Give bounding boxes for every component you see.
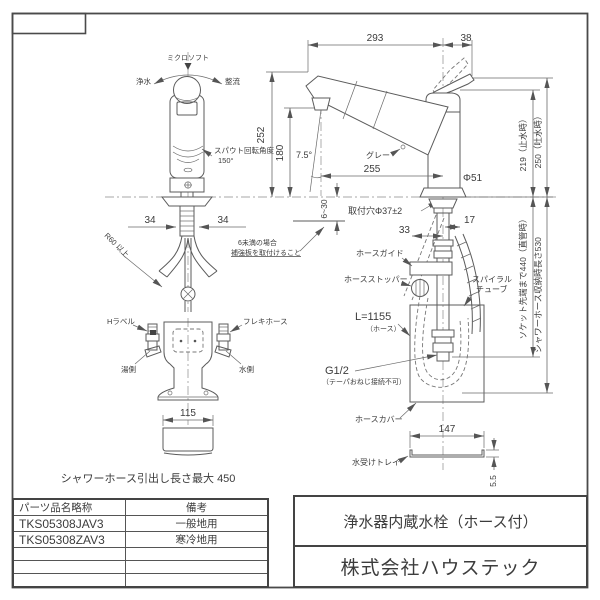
hose-length-label: L=1155 <box>355 311 391 323</box>
parts-row: TKS05308ZAV3 寒冷地用 <box>14 532 267 548</box>
dim-255: 255 <box>321 164 443 179</box>
under-counter-side <box>403 198 485 403</box>
mount-unit-front <box>144 321 232 401</box>
r60-note: R60 以上 <box>103 231 132 260</box>
dim-counter-range: 6~30 <box>319 199 329 218</box>
spray-mode-left-label: 浄水 <box>136 76 151 86</box>
faucet-side-view: 293 38 グレー 7.5° <box>231 33 553 487</box>
dim-reach-255: 255 <box>364 164 381 175</box>
reinforce-note-line1: 6未満の場合 <box>238 238 277 247</box>
dim-252-180: 252 180 <box>256 71 314 197</box>
spiral-tube-label-2: チューブ <box>476 284 508 294</box>
spout-rotation-label: スパウト回転角度 <box>214 145 274 155</box>
dim-440-530: ソケット先端まで440（直管時） シャワーホース収納時長さ530 <box>452 197 553 394</box>
hose-stopper-label: ホースストッパー <box>344 275 408 284</box>
hose-length-sub: （ホース） <box>366 325 401 333</box>
faucet-front-body <box>169 76 205 198</box>
parts-row <box>14 574 267 586</box>
spiral-tube-label-1: スパイラル <box>472 275 512 284</box>
dim-tray-h: 5.5 <box>488 475 498 487</box>
dim-tilt: 7.5° <box>296 109 322 193</box>
parts-row <box>14 561 267 574</box>
part-number <box>14 574 126 586</box>
front-caption: シャワーホース引出し長さ最大 450 <box>61 471 236 485</box>
h-label-mark <box>150 330 156 335</box>
cold-side-label: 水側 <box>239 364 254 374</box>
tray-side <box>409 449 485 458</box>
product-title: 浄水器内蔵水栓（ホース付） <box>295 497 586 547</box>
part-number: TKS05308ZAV3 <box>14 532 126 547</box>
reinforce-note-line2: 補強板を取付けること <box>231 248 301 257</box>
dim-counter-thickness: 6~30 <box>319 183 340 235</box>
dim-handle-38: 38 <box>460 33 472 44</box>
dim-height-stop: 219（止水時） <box>518 115 528 172</box>
parts-row: TKS05308JAV3 一般地用 <box>14 516 267 532</box>
hose-cover-label: ホースカバー <box>355 415 403 424</box>
parts-table-header: パーツ品名略称 備考 <box>14 500 267 516</box>
dim-147: 147 <box>409 424 485 448</box>
tray-side-label: 水受けトレイ <box>352 457 400 467</box>
spout-rotation-value: 150° <box>218 156 234 165</box>
part-note <box>126 548 267 560</box>
part-number <box>14 548 126 560</box>
dim-34-right: 34 <box>217 215 229 226</box>
h-label: Hラベル <box>107 317 135 326</box>
dim-33-17: 33 17 <box>399 215 476 239</box>
dim-socket-440: ソケット先端まで440（直管時） <box>518 215 528 340</box>
dim-reach-293: 293 <box>367 33 384 44</box>
gray-label: グレー <box>366 150 390 160</box>
mount-hole-label: 取付穴Φ37±2 <box>348 205 402 216</box>
thread-label: G1/2 <box>325 365 349 377</box>
part-note <box>126 561 267 573</box>
dim-body-dia: Φ51 <box>463 173 483 184</box>
parts-table: パーツ品名略称 備考 TKS05308JAV3 一般地用 TKS05308ZAV… <box>12 498 269 588</box>
part-note <box>126 574 267 586</box>
part-number <box>14 561 126 573</box>
part-note: 一般地用 <box>175 518 218 530</box>
dim-17: 17 <box>464 215 476 226</box>
parts-col-name-header: パーツ品名略称 <box>14 500 126 515</box>
spray-mode-right-label: 整流 <box>225 76 240 86</box>
dim-tray-width-front: 115 <box>180 408 196 419</box>
parts-row <box>14 548 267 561</box>
dim-219-250: 219（止水時） 250（吐水時） <box>460 77 553 198</box>
dim-293-38: 293 38 <box>307 33 473 76</box>
tray-front <box>162 427 214 456</box>
dim-34-left: 34 <box>144 215 156 226</box>
hose-guide-label: ホースガイド <box>356 248 404 258</box>
thread-sub: （テーパおねじ接続不可） <box>322 377 406 386</box>
faucet-front-underbody <box>158 196 218 312</box>
dim-height-252: 252 <box>256 126 267 143</box>
dim-angle: 7.5° <box>296 150 313 160</box>
dim-stored-530: シャワーホース収納時長さ530 <box>533 237 543 353</box>
dim-34-34: 34 34 <box>128 215 246 230</box>
part-note: 寒冷地用 <box>175 534 218 546</box>
dim-height-flow: 250（吐水時） <box>533 112 543 169</box>
dim-33: 33 <box>399 225 411 236</box>
faucet-front-view: ミクロソフト 浄水 整流 スパウト回転角度 150° <box>61 52 288 485</box>
flex-hose-label: フレキホース <box>243 317 288 326</box>
part-number: TKS05308JAV3 <box>14 516 126 531</box>
dim-5-5: 5.5 <box>486 438 499 487</box>
hot-side-label: 湯側 <box>121 364 136 374</box>
parts-col-note-header: 備考 <box>186 502 207 514</box>
company-name: 株式会社ハウステック <box>340 558 541 579</box>
spray-mode-marker <box>184 63 192 70</box>
dim-height-180: 180 <box>275 144 286 161</box>
dim-115: 115 <box>162 408 214 426</box>
title-block: 浄水器内蔵水栓（ホース付） 株式会社ハウステック <box>293 495 588 588</box>
revision-box <box>11 12 87 35</box>
dim-tray-147: 147 <box>439 424 456 435</box>
spray-mode-top-label: ミクロソフト <box>167 54 209 62</box>
